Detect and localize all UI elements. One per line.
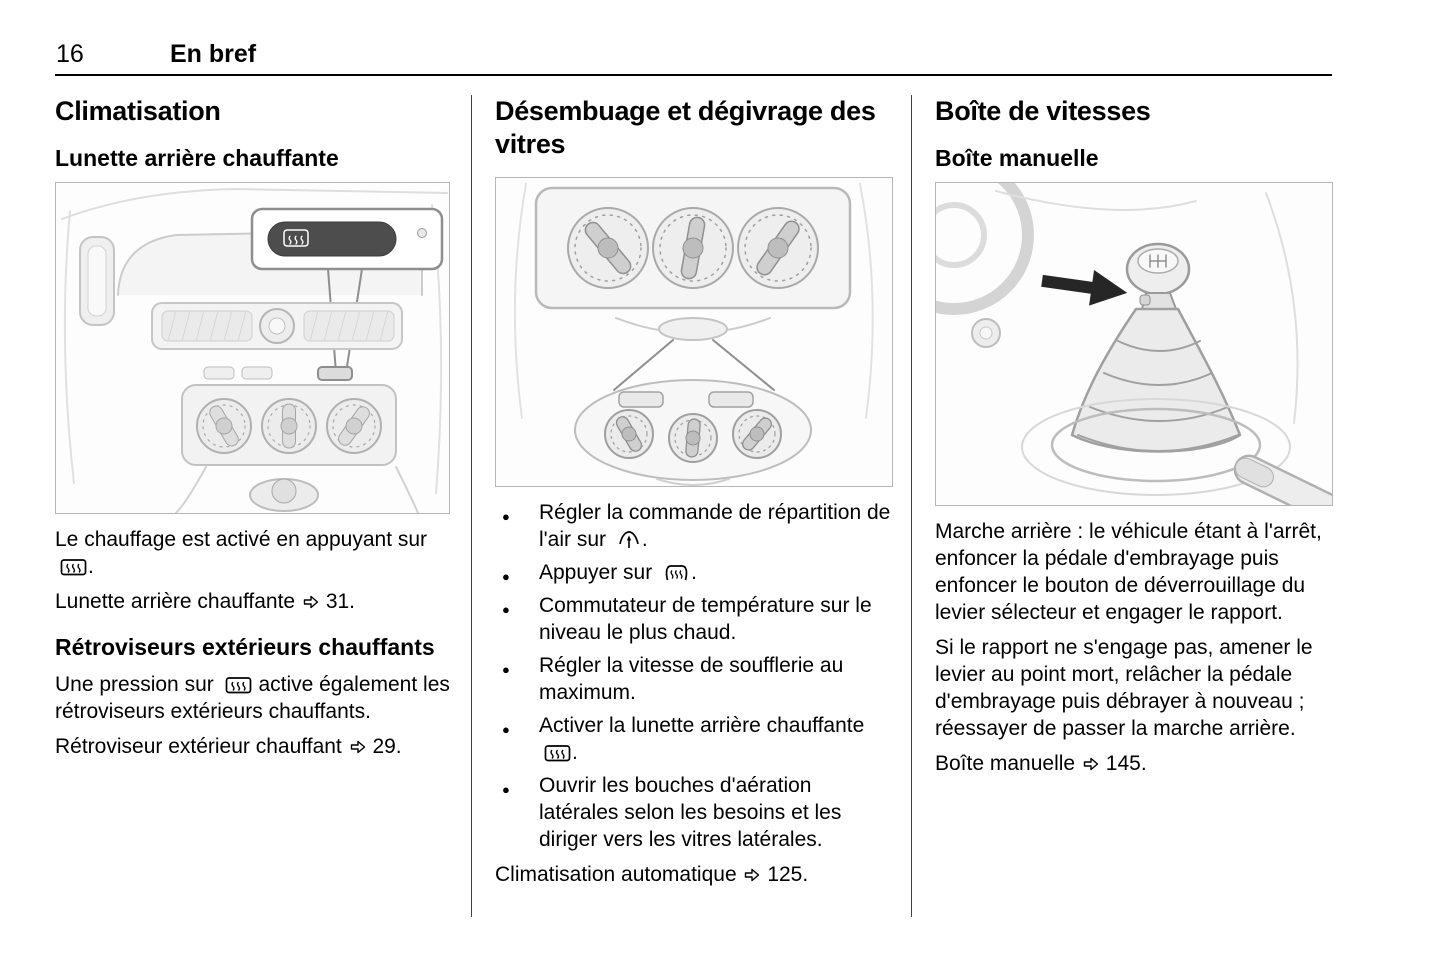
instruction-list: Régler la commande de répartition de l'a…	[495, 499, 893, 853]
column-divider	[911, 95, 912, 917]
subheading-boite-manuelle: Boîte manuelle	[935, 145, 1099, 171]
subheading-retroviseurs: Rétroviseurs extérieurs chauffants	[55, 634, 435, 660]
rear-window-heating-icon	[225, 677, 251, 694]
gearshift-illustration	[874, 155, 1356, 530]
column-boite-de-vitesses: Boîte de vitesses Boîte manuelle	[874, 95, 1356, 785]
column-climatisation: Climatisation Lunette arrière chauffante	[55, 95, 450, 768]
heading-boite-de-vitesses: Boîte de vitesses	[935, 96, 1151, 126]
dashboard-illustration	[61, 188, 448, 514]
page-reference-arrow-icon	[745, 868, 760, 882]
page-reference-arrow-icon	[350, 740, 365, 754]
rear-window-heating-icon	[60, 559, 87, 576]
body-paragraph: Une pression sur active également les ré…	[55, 673, 450, 723]
header-rule	[55, 74, 1332, 76]
instruction-item: Commutateur de température sur le niveau…	[495, 592, 893, 646]
page-reference-arrow-icon	[303, 595, 319, 609]
rear-window-heating-icon	[544, 745, 571, 762]
body-paragraph: Si le rapport ne s'engage pas, amener le…	[935, 636, 1313, 740]
instruction-item: Régler la vitesse de soufflerie au maxim…	[495, 652, 893, 706]
climate-controls-illustration	[513, 183, 874, 486]
figure-heated-rear-window-dashboard	[55, 182, 450, 514]
heading-climatisation: Climatisation	[55, 96, 221, 126]
column-desembuage: Désembuage et dégivrage des vitres	[495, 95, 893, 896]
section-title: En bref	[170, 40, 257, 68]
instruction-item: Régler la commande de répartition de l'a…	[495, 499, 893, 553]
figure-manual-gearshift	[874, 155, 1356, 530]
page-reference: Climatisation automatique 125.	[495, 863, 809, 886]
instruction-item: Ouvrir les bouches d'aération latérales …	[495, 772, 893, 853]
body-paragraph: Marche arrière : le véhicule étant à l'a…	[935, 520, 1322, 624]
heading-desembuage: Désembuage et dégivrage des vitres	[495, 96, 876, 159]
air-distribution-windshield-icon	[619, 531, 639, 548]
subheading-lunette-arriere: Lunette arrière chauffante	[55, 145, 339, 171]
page-reference-arrow-icon	[1083, 757, 1099, 771]
body-paragraph: Le chauffage est activé en appuyant sur …	[55, 528, 428, 578]
windshield-defrost-icon	[665, 565, 688, 581]
instruction-item: Appuyer sur .	[495, 559, 893, 590]
column-divider	[471, 95, 472, 917]
figure-climate-control-panel	[495, 177, 893, 487]
instruction-item: Activer la lunette arrière chauffante .	[495, 712, 893, 766]
page-reference: Boîte manuelle 145.	[935, 752, 1147, 775]
page-reference: Lunette arrière chauffante 31.	[55, 590, 356, 613]
pointer-arrow	[1041, 269, 1128, 306]
page-number: 16	[56, 40, 84, 68]
page-reference: Rétroviseur extérieur chauffant 29.	[55, 735, 402, 758]
